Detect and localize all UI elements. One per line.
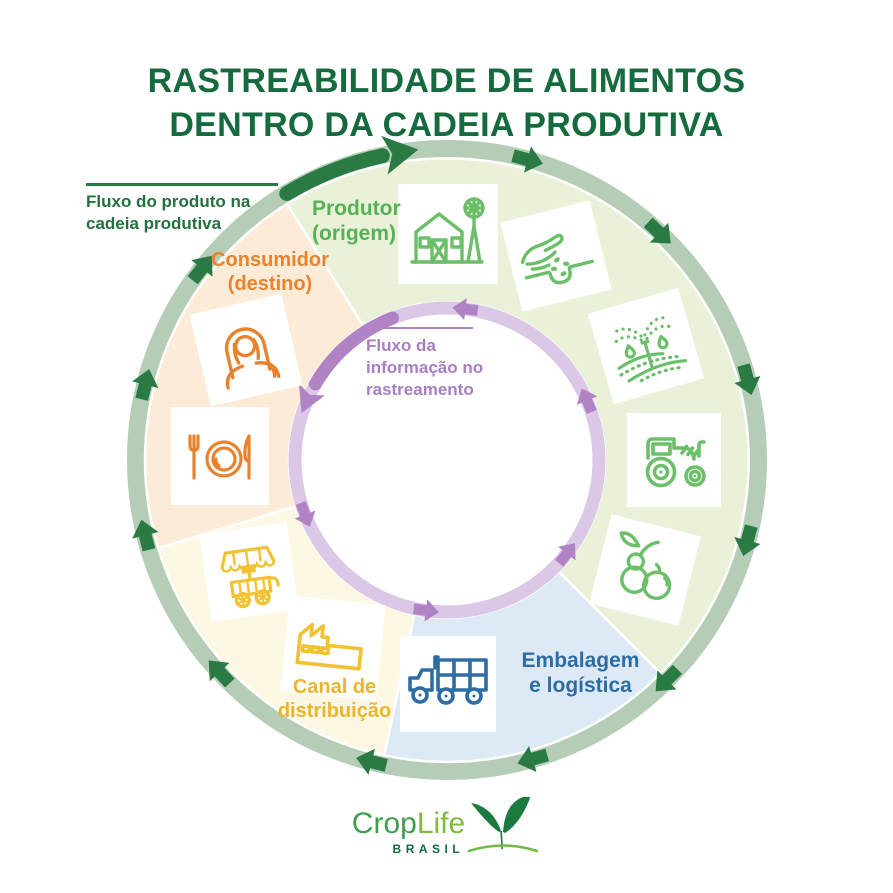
segment-label-embalagem: Embalagem e logística (521, 649, 640, 697)
segment-label-consumidor: Consumidor (destino) (211, 249, 329, 295)
person-card (189, 293, 303, 407)
arrowhead-icon (298, 383, 325, 413)
product-flow-arrow (356, 748, 388, 775)
info-flow-label: Fluxo da informação no rastreamento (366, 336, 484, 400)
farm-icon (410, 197, 485, 264)
arrowhead-icon (381, 135, 419, 175)
product-flow-arrow (132, 519, 159, 552)
hand-seeds-card (500, 200, 612, 312)
page-title-line2: DENTRO DA CADEIA PRODUTIVA (169, 105, 724, 144)
truck-icon (408, 655, 488, 705)
sprout-icon (467, 797, 539, 853)
truck-card (400, 636, 496, 732)
irrigation-card (587, 287, 705, 405)
croplife-country: BRASIL (392, 842, 465, 856)
person-icon (224, 327, 281, 390)
page-title: RASTREABILIDADE DE ALIMENTOS DENTRO DA C… (0, 59, 893, 147)
irrigation-icon (610, 316, 688, 383)
hand-seeds-icon (520, 233, 595, 285)
croplife-brand: CropLife (351, 807, 466, 840)
farm-card (398, 184, 498, 284)
plate-card (171, 407, 269, 505)
plate-icon (188, 434, 251, 480)
outer-ring (127, 140, 767, 780)
info-flow-arrow (555, 543, 576, 567)
info-flow-arrows (294, 298, 598, 622)
product-flow-label: Fluxo do produto na cadeia produtiva (86, 192, 251, 234)
product-flow-rule (86, 183, 278, 186)
inner-ring (288, 301, 606, 619)
product-flow-swoosh (279, 148, 390, 201)
segment-label-canal: Canal de distribuição (277, 676, 392, 722)
product-flow-arrow (734, 524, 761, 556)
info-flow-swoosh (308, 311, 399, 391)
food-cart-card (199, 522, 299, 622)
factory-card (280, 595, 386, 701)
info-flow-rule (366, 327, 473, 329)
croplife-logo: CropLife BRASIL (0, 797, 893, 863)
product-flow-arrow (643, 217, 671, 244)
croplife-logo-text: CropLife BRASIL (351, 797, 466, 857)
info-flow-arrow (452, 298, 479, 321)
product-flow-arrow (734, 363, 761, 395)
fruits-icon (619, 531, 672, 600)
fruits-card (589, 514, 701, 626)
tractor-card (627, 413, 721, 507)
product-flow-arrow (517, 746, 550, 772)
food-cart-icon (220, 545, 280, 609)
product-flow-arrow (132, 369, 159, 401)
product-flow-arrow (187, 255, 213, 285)
product-flow-arrow (511, 146, 543, 173)
info-flow-arrow (576, 388, 598, 415)
factory-icon (295, 622, 363, 671)
info-flow-arrow (294, 501, 316, 527)
segment-label-produtor: Produtor (origem) (312, 197, 401, 245)
page-title-line1: RASTREABILIDADE DE ALIMENTOS (147, 61, 746, 100)
info-flow-arrow (412, 599, 439, 622)
product-flow-arrows (132, 135, 761, 775)
product-flow-arrow (208, 660, 235, 688)
tractor-icon (645, 437, 706, 488)
product-flow-arrow (655, 664, 683, 692)
